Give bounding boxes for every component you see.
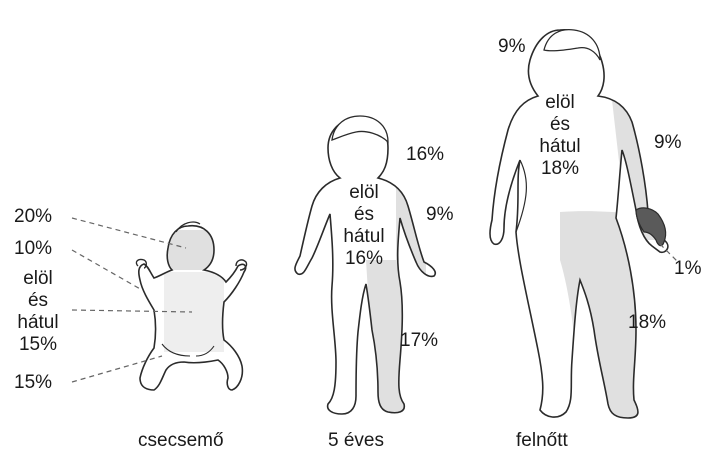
child-arm-label: 9% bbox=[426, 204, 453, 226]
infant-trunk-line2: és bbox=[12, 290, 64, 312]
adult-leg-label: 18% bbox=[628, 312, 666, 334]
adult-arm-label: 9% bbox=[654, 132, 681, 154]
adult-trunk-value: 18% bbox=[532, 158, 588, 180]
infant-trunk-line3: hátul bbox=[12, 312, 64, 334]
infant-trunk-label: elöl és hátul 15% bbox=[12, 268, 64, 356]
adult-trunk-line2: és bbox=[532, 114, 588, 136]
infant-trunk-value: 15% bbox=[12, 334, 64, 356]
adult-trunk-line1: elöl bbox=[532, 92, 588, 114]
child-leg-label: 17% bbox=[400, 330, 438, 352]
child-trunk-value: 16% bbox=[338, 248, 390, 270]
adult-figure bbox=[490, 30, 668, 420]
child-trunk-label: elöl és hátul 16% bbox=[338, 182, 390, 270]
child-trunk-line1: elöl bbox=[338, 182, 390, 204]
child-region-leg bbox=[366, 260, 404, 420]
adult-hand-label: 1% bbox=[674, 258, 701, 280]
child-head-label: 16% bbox=[406, 144, 444, 166]
infant-arm-leader bbox=[72, 250, 142, 290]
infant-head-leader bbox=[72, 218, 186, 248]
adult-head-label: 9% bbox=[498, 36, 525, 58]
child-region-arm bbox=[396, 182, 426, 292]
infant-leg-leader bbox=[72, 356, 162, 382]
child-trunk-line2: és bbox=[338, 204, 390, 226]
adult-hair bbox=[544, 30, 600, 60]
adult-caption: felnőtt bbox=[516, 430, 568, 452]
infant-arm-label: 10% bbox=[14, 238, 52, 260]
child-caption: 5 éves bbox=[328, 430, 384, 452]
child-hair bbox=[332, 116, 388, 142]
infant-trunk-line1: elöl bbox=[12, 268, 64, 290]
infant-head-label: 20% bbox=[14, 206, 52, 228]
adult-trunk-label: elöl és hátul 18% bbox=[532, 92, 588, 180]
child-trunk-line3: hátul bbox=[338, 226, 390, 248]
adult-trunk-line3: hátul bbox=[532, 136, 588, 158]
infant-figure bbox=[136, 222, 246, 390]
infant-caption: csecsemő bbox=[138, 430, 224, 452]
infant-leg-label: 15% bbox=[14, 372, 52, 394]
